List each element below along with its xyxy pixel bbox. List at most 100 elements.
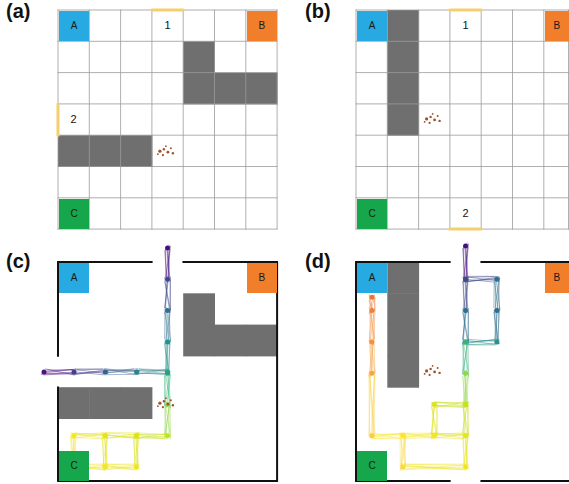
robot-swarm [170, 399, 172, 401]
robot-swarm [170, 147, 172, 149]
trajectory-line [165, 341, 167, 372]
goal-cell: C [59, 199, 89, 229]
trajectory-line [74, 370, 103, 375]
trajectory-line [400, 464, 467, 465]
trajectory-point [102, 433, 107, 438]
grid-line [58, 72, 277, 73]
trajectory-line [463, 276, 499, 278]
wall-block [121, 135, 153, 167]
trajectory-line [168, 249, 170, 280]
trajectory-line [169, 402, 171, 438]
trajectory-point [400, 465, 405, 470]
grid-line [89, 10, 90, 229]
trajectory-point [463, 465, 468, 470]
grid-line [356, 103, 569, 104]
trajectory-line [405, 464, 463, 466]
trajectory-line [464, 344, 468, 370]
grid-line [58, 197, 277, 198]
trajectory-point [463, 244, 468, 249]
trajectory-point [370, 295, 375, 300]
callout-number: 2 [462, 208, 468, 219]
panel-label: (a) [6, 1, 30, 21]
robot-swarm [157, 405, 159, 407]
trajectory-line [77, 433, 104, 435]
trajectory-line [374, 376, 375, 433]
robot-swarm [433, 371, 436, 374]
robot-swarm [165, 397, 167, 399]
callout-number: 1 [462, 20, 468, 31]
grid-line [277, 10, 278, 229]
grid-line [481, 10, 482, 229]
trajectory-line [466, 281, 468, 312]
trajectory-point [71, 433, 76, 438]
wall-block [183, 41, 215, 73]
goal-cell: A [357, 263, 387, 293]
wall-block [215, 325, 247, 357]
robot-swarm [162, 406, 164, 408]
trajectory-line [164, 312, 165, 339]
grid-line [58, 103, 277, 104]
wall-block [387, 293, 419, 325]
robot-swarm [158, 150, 161, 153]
trajectory-line [42, 369, 73, 372]
callout-number: 2 [71, 114, 77, 125]
panel-label: (b) [305, 1, 331, 21]
trajectory-line [102, 437, 104, 465]
goal-letter: B [554, 21, 561, 31]
goal-letter: A [369, 273, 376, 283]
wall-block [387, 262, 419, 294]
grid-line [58, 229, 277, 230]
trajectory-line [401, 438, 405, 464]
trajectory-point [165, 369, 170, 374]
trajectory-line [463, 309, 468, 339]
callout-number: 1 [164, 20, 170, 31]
trajectory-line [103, 465, 136, 470]
trajectory-point [42, 369, 47, 374]
trajectory-line [494, 310, 496, 341]
trajectory-line [71, 433, 103, 438]
trajectory-line [463, 375, 465, 403]
trajectory-line [370, 295, 375, 308]
trajectory-line [374, 344, 376, 373]
robot-swarm [429, 116, 431, 118]
goal-letter: B [554, 273, 561, 283]
robot-swarm [172, 152, 174, 154]
trajectory-line [134, 437, 136, 465]
grid-line [418, 10, 419, 229]
trajectory-point [165, 433, 170, 438]
goal-letter: C [369, 209, 376, 219]
goal-cell: C [357, 199, 387, 229]
trajectory-point [463, 339, 468, 344]
wall-block [215, 73, 247, 105]
trajectory-point [463, 433, 468, 438]
robot-swarm [157, 153, 159, 155]
trajectory-point [134, 433, 139, 438]
goal-letter: A [71, 273, 78, 283]
robot-swarm [165, 145, 167, 147]
trajectory-point [432, 433, 437, 438]
robot-swarm [162, 154, 164, 156]
robot-swarm [163, 400, 165, 402]
robot-swarm [437, 367, 439, 369]
trajectory-line [431, 433, 463, 438]
robot-swarm [167, 151, 170, 154]
trajectory-point [370, 339, 375, 344]
robot-swarm [424, 121, 426, 123]
grid-line [120, 10, 121, 229]
trajectory-line [102, 464, 138, 465]
trajectory-line [402, 435, 406, 464]
trajectory-line [466, 247, 468, 280]
robot-swarm [172, 404, 174, 406]
grid-line [214, 10, 215, 229]
trajectory-point [165, 277, 170, 282]
trajectory-point [494, 277, 499, 282]
trajectory-line [165, 277, 170, 307]
goal-cell: B [247, 11, 277, 41]
trajectory-point [463, 339, 468, 344]
trajectory-line [165, 407, 169, 436]
trajectory-point [400, 433, 405, 438]
door-mark [450, 9, 481, 12]
trajectory-point [134, 465, 139, 470]
trajectory-line [498, 309, 499, 344]
trajectory-line [107, 464, 134, 466]
